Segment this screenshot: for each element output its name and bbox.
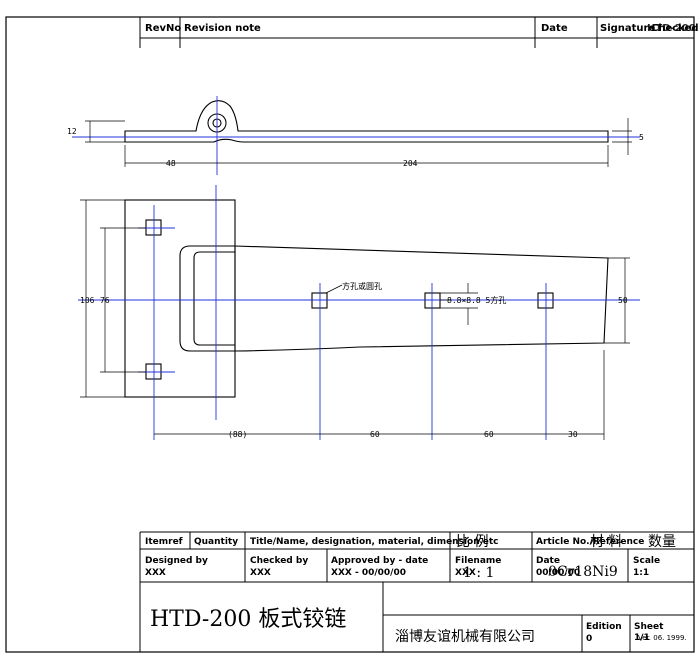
edition-value: 0 [586, 634, 592, 644]
side-view [124, 100, 609, 143]
ratio-value: 1 : 1 [463, 565, 494, 581]
dim-12: 12 [67, 127, 77, 136]
qty-cn-label: 数量 [648, 534, 676, 550]
sheet-border [5, 16, 695, 653]
company-name: 淄博友谊机械有限公司 [395, 628, 535, 645]
dim-50: 50 [618, 296, 628, 305]
dim-106: 106 [80, 296, 95, 305]
dim-30: 30 [568, 430, 578, 439]
date-value: 00/00/00 [536, 568, 580, 578]
side-dims [85, 118, 632, 167]
quantity-label: Quantity [194, 537, 238, 547]
article-label: Article No./Reference [536, 537, 644, 547]
rev-date-header: Date [541, 23, 568, 34]
title-block-grid [139, 531, 694, 652]
plan-center-lines [78, 185, 640, 440]
plan-dims [80, 199, 630, 440]
square-hole-note: 8.8×8.8 5方孔 [447, 295, 506, 305]
approved-value: XXX - 00/00/00 [331, 568, 406, 578]
sheet-value: 1/1 [634, 633, 650, 643]
scale-label: Scale [633, 556, 660, 566]
plan-view [124, 199, 609, 398]
revision-table [139, 17, 694, 48]
scale-cn-label: 比 例 [456, 534, 488, 550]
title-name-label: Title/Name, designation, material, dimen… [250, 537, 499, 547]
designed-by-label: Designed by [145, 556, 208, 566]
itemref-label: Itemref [145, 537, 183, 547]
rev-signature-header: Signature [600, 23, 655, 34]
dim-48: 48 [166, 159, 176, 168]
rev-note-header: Revision note [184, 23, 261, 34]
edition-label: Edition [586, 622, 622, 632]
material-value: 0Cr18Ni9 [548, 564, 618, 580]
checked-by-value: XXX [250, 568, 271, 578]
material-cn-label: 材 料 [590, 534, 622, 550]
dim-204: 204 [403, 159, 418, 168]
filename-label: Filename [455, 556, 501, 566]
rev-no-header: RevNo [145, 23, 181, 34]
dim-76: 76 [100, 296, 110, 305]
part-title: HTD-200 板式铰链 [150, 607, 346, 632]
rev-overlap-text: HTD-200 [647, 23, 696, 34]
dim-60-b: 60 [484, 430, 494, 439]
dim-60-a: 60 [370, 430, 380, 439]
dim-88: (88) [228, 430, 247, 439]
designed-by-value: XXX [145, 568, 166, 578]
hole-note: 方孔或圆孔 [342, 281, 382, 291]
scale-value: 1:1 [633, 568, 649, 578]
rev-checked-header: Checked [651, 23, 699, 34]
approved-label: Approved by - date [331, 556, 428, 566]
filename-value: XXX [455, 568, 476, 578]
dim-5: 5 [639, 133, 644, 142]
checked-by-label: Checked by [250, 556, 308, 566]
sheet-version: Ver. 06. 1999. [638, 634, 687, 642]
date-label: Date [536, 556, 560, 566]
sheet-label: Sheet [634, 622, 664, 632]
